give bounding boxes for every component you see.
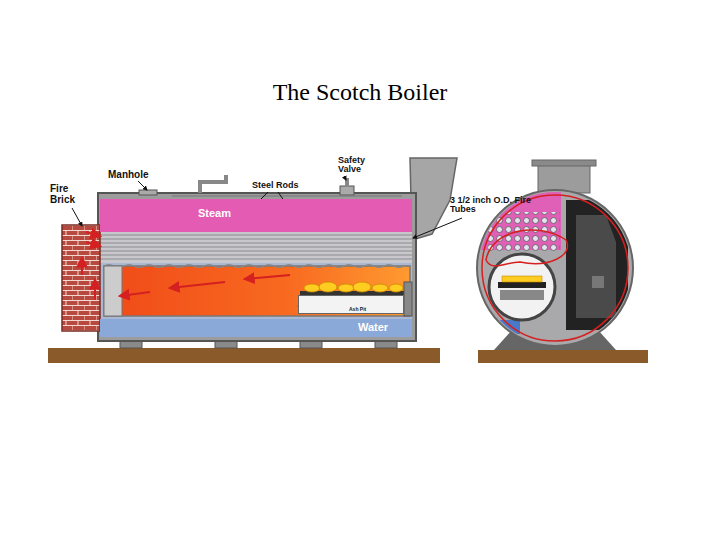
highlight-outline (486, 230, 567, 266)
front-fire-bed (502, 276, 542, 282)
water-space (100, 263, 412, 319)
combustion-chamber-wall (104, 266, 122, 316)
smokebox-door (566, 200, 628, 330)
fire-door (404, 282, 412, 316)
corrugation-line (104, 265, 404, 268)
ash-pit-box: Ash Pit (298, 295, 404, 314)
part-label: 3 1/2 inch O.D. Fire Tubes (450, 196, 532, 215)
manhole-cover (139, 190, 157, 195)
leader-arrows (72, 176, 462, 238)
blowdown-valve (500, 320, 520, 334)
ground-bar (478, 350, 648, 363)
gas-flow-arrows (82, 232, 290, 300)
furnace-tube (104, 266, 410, 316)
safety-valve-body (340, 186, 354, 195)
front-ash-pit (500, 290, 544, 300)
node-label: Ash Pit (349, 307, 366, 312)
chimney-cap (532, 160, 596, 166)
highlight-circle (482, 195, 628, 341)
front-furnace-opening (489, 254, 555, 320)
part-label: Manhole (108, 170, 168, 181)
fire-bed (304, 282, 403, 292)
boiler-shell (98, 193, 416, 341)
fire-tube-lines (100, 235, 412, 259)
front-shell (477, 190, 633, 346)
door-handle (592, 276, 604, 288)
fire-brick-wall (62, 225, 100, 331)
part-label: Safety Valve (338, 156, 374, 175)
ground-bar (48, 348, 440, 363)
chimney-stack (538, 163, 590, 193)
part-label: Fire Brick (50, 184, 90, 205)
node-label: Steam (198, 208, 231, 220)
uptake-hood (410, 158, 457, 240)
steel-rod (172, 196, 402, 197)
front-grate (498, 282, 546, 288)
water-steam-band: Steam (100, 199, 412, 232)
smokebox-door-panel (576, 215, 616, 318)
diagram-title: The Scotch Boiler (0, 80, 720, 105)
fire-tube-bank (100, 232, 412, 263)
steam-outlet-pipe (200, 175, 226, 193)
node-label: Water (358, 322, 388, 334)
part-label: Steel Rods (252, 181, 322, 190)
water-steam-band: Water (100, 319, 412, 337)
